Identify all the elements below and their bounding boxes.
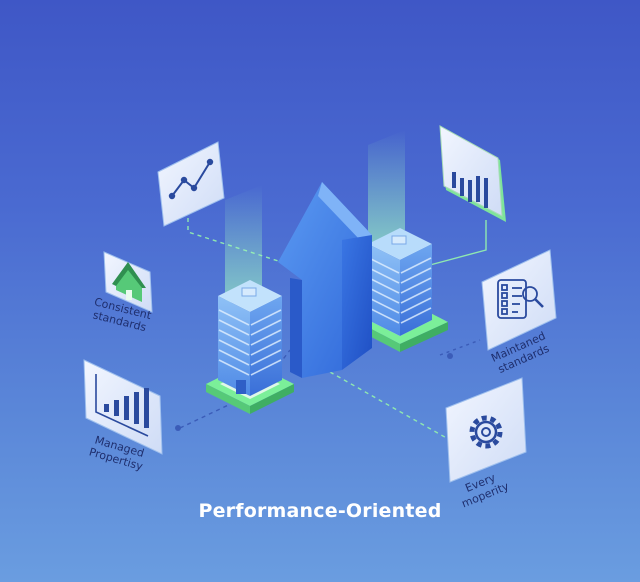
caption-title: Performance-Oriented xyxy=(198,500,442,522)
line-chart-icon xyxy=(168,158,214,200)
line-chart-card xyxy=(157,141,225,227)
growth-arrow xyxy=(278,182,372,378)
gear-icon xyxy=(469,415,503,449)
bar-chart-icon xyxy=(95,374,149,437)
checklist-search-icon xyxy=(497,279,544,319)
building-left xyxy=(206,280,294,414)
bar-chart-icon xyxy=(452,172,488,208)
light-beams xyxy=(225,130,405,305)
house-icon xyxy=(112,262,146,302)
checklist-card xyxy=(481,249,557,351)
bar-chart-card-bottom xyxy=(83,359,163,455)
bar-chart-card-top xyxy=(439,125,506,222)
house-card xyxy=(103,251,153,313)
gear-card xyxy=(445,377,527,483)
